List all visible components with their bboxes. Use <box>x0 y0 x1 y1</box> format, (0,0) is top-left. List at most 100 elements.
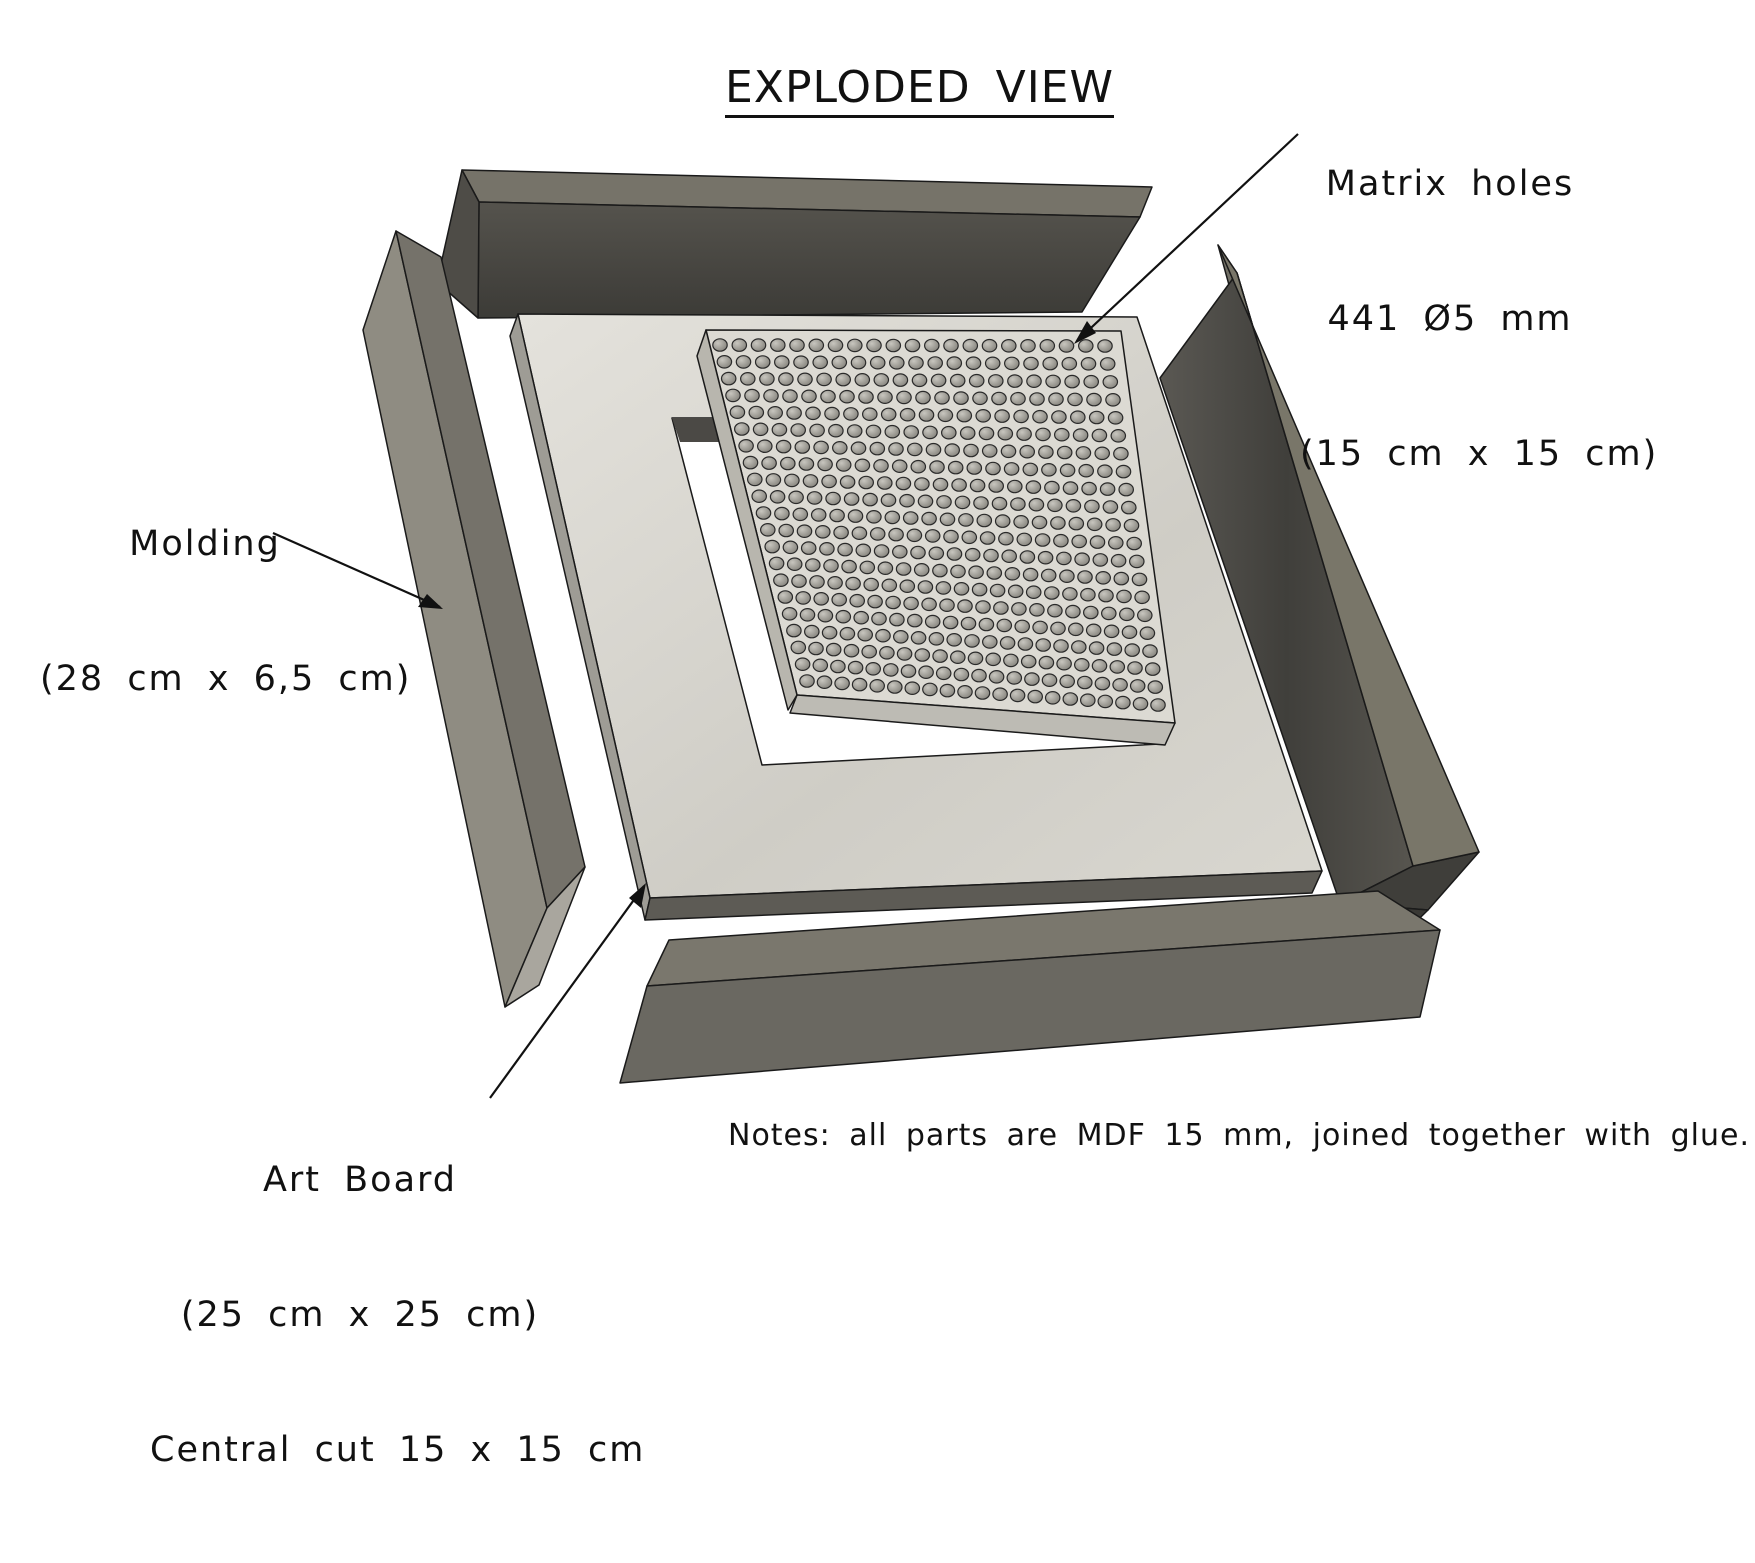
matrix-hole <box>979 531 996 545</box>
matrix-hole <box>794 440 811 454</box>
matrix-hole <box>891 544 908 559</box>
matrix-hole <box>906 528 923 543</box>
matrix-hole <box>1129 679 1146 693</box>
matrix-hole <box>779 456 796 471</box>
matrix-hole <box>1019 444 1035 459</box>
matrix-hole <box>935 666 952 681</box>
matrix-hole <box>884 510 901 525</box>
matrix-hole <box>1041 462 1057 477</box>
matrix-hole <box>943 338 959 353</box>
matrix-hole <box>899 407 916 422</box>
matrix-holes <box>712 338 1166 712</box>
matrix-hole <box>792 507 809 522</box>
matrix-hole <box>813 440 829 455</box>
matrix-hole <box>794 657 811 671</box>
matrix-hole <box>992 687 1008 701</box>
matrix-hole <box>781 606 798 621</box>
matrix-hole <box>1097 339 1113 353</box>
matrix-hole <box>896 390 912 405</box>
matrix-hole <box>873 544 890 558</box>
matrix-hole <box>806 491 823 505</box>
matrix-hole <box>1102 375 1119 389</box>
notes-text: Notes: all parts are MDF 15 mm, joined t… <box>728 1118 1750 1153</box>
matrix-hole <box>827 338 844 353</box>
matrix-hole <box>1098 588 1114 603</box>
matrix-hole <box>1077 570 1093 584</box>
right-molding <box>1159 244 1480 958</box>
matrix-hole <box>816 675 833 689</box>
matrix-hole <box>839 626 856 641</box>
matrix-hole <box>1061 356 1078 371</box>
matrix-hole <box>1025 480 1042 494</box>
matrix-hole <box>759 372 775 386</box>
matrix-hole <box>812 355 828 370</box>
matrix-hole <box>888 442 904 456</box>
matrix-hole <box>861 644 877 659</box>
matrix-hole <box>1127 661 1143 675</box>
matrix-hole <box>795 591 811 605</box>
matrix-hole <box>1013 514 1029 529</box>
matrix-hole <box>1054 427 1070 442</box>
matrix-hole <box>973 496 989 510</box>
matrix-callout-title: Matrix holes <box>1325 164 1575 204</box>
matrix-hole <box>962 338 979 353</box>
matrix-hole <box>911 373 928 388</box>
matrix-hole <box>1026 374 1042 388</box>
matrix-hole <box>934 390 950 405</box>
matrix-hole <box>1028 497 1045 512</box>
matrix-hole <box>922 682 938 697</box>
matrix-hole <box>993 601 1009 615</box>
matrix-hole <box>888 527 904 542</box>
matrix-hole <box>882 663 899 677</box>
matrix-hole <box>846 424 863 438</box>
matrix-hole <box>965 356 982 370</box>
matrix-hole <box>988 479 1004 493</box>
matrix-hole <box>942 615 959 630</box>
matrix-hole <box>796 524 813 538</box>
matrix-hole <box>1062 481 1079 495</box>
matrix-hole <box>739 371 756 386</box>
matrix-hole <box>843 407 859 421</box>
matrix-hole <box>733 422 750 436</box>
matrix-hole <box>839 475 856 489</box>
matrix-hole <box>808 338 825 353</box>
matrix-hole <box>975 408 991 423</box>
matrix-hole <box>866 509 882 524</box>
matrix-hole <box>1081 481 1097 496</box>
matrix-hole <box>1110 428 1127 443</box>
matrix-hole <box>1029 392 1045 406</box>
matrix-hole <box>1003 356 1020 371</box>
matrix-hole <box>1091 658 1108 673</box>
matrix-hole <box>1106 642 1123 656</box>
matrix-hole <box>947 460 964 475</box>
matrix-hole <box>951 478 967 492</box>
matrix-hole <box>819 541 835 556</box>
matrix-hole <box>835 372 851 387</box>
matrix-hole <box>1113 571 1130 586</box>
matrix-hole <box>928 546 945 561</box>
matrix-hole <box>1094 676 1111 691</box>
matrix-hole <box>786 557 803 571</box>
matrix-hole <box>1003 462 1020 476</box>
matrix-hole <box>1103 624 1120 639</box>
matrix-hole <box>778 523 794 538</box>
matrix-hole <box>720 371 737 386</box>
matrix-hole <box>946 632 962 647</box>
matrix-hole <box>1000 338 1017 353</box>
matrix-hole <box>833 525 849 540</box>
matrix-hole <box>1116 589 1132 604</box>
matrix-hole <box>828 423 844 438</box>
matrix-hole <box>867 594 883 609</box>
matrix-hole <box>773 355 790 369</box>
matrix-hole <box>989 583 1006 598</box>
matrix-hole <box>850 355 867 370</box>
matrix-hole <box>1019 550 1036 564</box>
matrix-hole <box>859 560 876 575</box>
matrix-hole <box>983 548 999 563</box>
matrix-hole <box>953 581 970 596</box>
matrix-hole <box>778 372 794 386</box>
matrix-hole <box>869 678 885 693</box>
matrix-hole <box>1113 446 1129 461</box>
matrix-hole <box>910 630 927 645</box>
matrix-hole <box>1110 553 1127 568</box>
